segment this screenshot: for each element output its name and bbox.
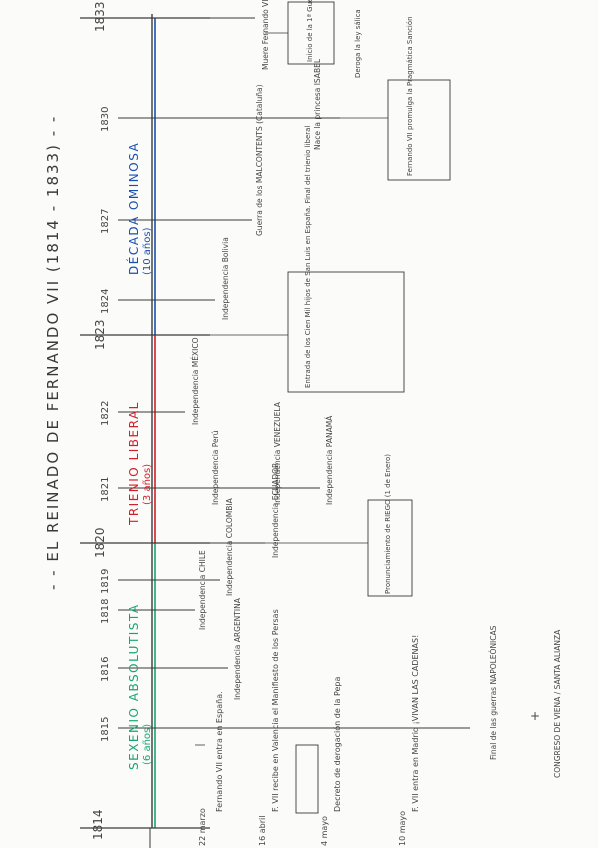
cienmil-box xyxy=(287,271,405,393)
cienmil-text: Entrada de los Cien Mil hijos de San Lui… xyxy=(304,126,312,388)
riego-box xyxy=(367,499,413,597)
carlista-text: Inicio de la 1ª Guerra CARLISTA xyxy=(306,0,314,62)
page-title: - - EL REINADO DE FERNANDO VII (1814 - 1… xyxy=(44,115,62,590)
event-muere-fernando: Muere Fernando VII xyxy=(261,0,270,70)
note-plus: + xyxy=(530,709,540,723)
date-16-abril: 16 abril xyxy=(258,816,267,846)
year-1816: 1816 xyxy=(100,657,111,682)
event-texts: Independencia ARGENTINA Independencia CH… xyxy=(191,0,334,700)
riego-text: Pronunciamiento de RIEGO (1 de Enero) xyxy=(384,454,392,594)
trienio-label: TRIENIO LIBERAL xyxy=(127,401,141,526)
left-events: Fernando VII entra en España. F. VII rec… xyxy=(215,609,420,812)
year-1814: 1814 xyxy=(91,809,105,840)
date-22-marzo: 22 marzo xyxy=(198,808,207,846)
event-peru: Independencia Perú xyxy=(211,430,220,505)
event-entra-madrid: F. VII entra en Madrid ¡VIVAN LAS CADENA… xyxy=(411,635,420,812)
year-labels: 1814 1815 1816 1818 1819 1820 1821 1822 … xyxy=(91,1,111,840)
year-1821: 1821 xyxy=(100,477,111,502)
year-1822: 1822 xyxy=(100,401,111,426)
year-1823: 1823 xyxy=(93,319,107,350)
event-chile: Independencia CHILE xyxy=(198,550,207,630)
event-malcontents: Guerra de los MALCONTENTS (Cataluña) xyxy=(255,84,264,236)
pragmatica-text: Fernando VII promulga la Pragmática Sanc… xyxy=(406,16,414,176)
event-derogacion-pepa: Decreto de derogación de la Pepa xyxy=(332,677,342,813)
note-deroga: Deroga la ley sálica xyxy=(354,9,362,78)
event-venezuela: Independencia VENEZUELA xyxy=(273,401,282,505)
event-manifiesto-persas: F. VII recibe en Valencia el Manifiesto … xyxy=(271,609,280,812)
event-colombia: Independencia COLOMBIA xyxy=(225,497,234,596)
sexenio-sub: (6 años) xyxy=(142,724,153,765)
note-napoleon: Final de las guerras NAPOLEÓNICAS xyxy=(489,625,498,760)
date-4-mayo: 4 mayo xyxy=(320,816,329,846)
year-1819: 1819 xyxy=(100,569,111,594)
event-bolivia: Independencia Bolivia xyxy=(221,237,230,320)
year-1824: 1824 xyxy=(100,289,111,314)
event-argentina: Independencia ARGENTINA xyxy=(233,597,242,700)
sexenio-label: SEXENIO ABSOLUTISTA xyxy=(127,603,141,770)
year-1833: 1833 xyxy=(93,1,107,32)
year-1818: 1818 xyxy=(100,599,111,624)
year-1815: 1815 xyxy=(100,717,111,742)
decada-sub: (10 años) xyxy=(142,227,153,275)
event-nace-isabel: Nace la princesa ISABEL xyxy=(313,58,322,150)
trienio-sub: (3 años) xyxy=(142,464,153,505)
year-1830: 1830 xyxy=(100,107,111,132)
date-10-mayo: 10 mayo xyxy=(398,811,407,846)
event-entra-espana: Fernando VII entra en España. xyxy=(215,691,224,812)
year-1820: 1820 xyxy=(93,527,107,558)
manifiesto-box xyxy=(295,744,319,814)
event-panama: Independencia PANAMÁ xyxy=(325,415,334,505)
left-dates: 22 marzo 16 abril 4 mayo 10 mayo xyxy=(198,808,407,846)
decada-label: DÉCADA OMINOSA xyxy=(126,142,141,275)
pragmatica-box xyxy=(387,79,451,181)
event-mexico: Independencia MÉXICO xyxy=(191,337,200,425)
note-viena: CONGRESO DE VIENA / SANTA ALIANZA xyxy=(553,629,562,778)
event-ecuador: Independencia ECUADOR xyxy=(271,463,280,558)
year-1827: 1827 xyxy=(100,209,111,234)
carlista-box xyxy=(287,1,335,65)
